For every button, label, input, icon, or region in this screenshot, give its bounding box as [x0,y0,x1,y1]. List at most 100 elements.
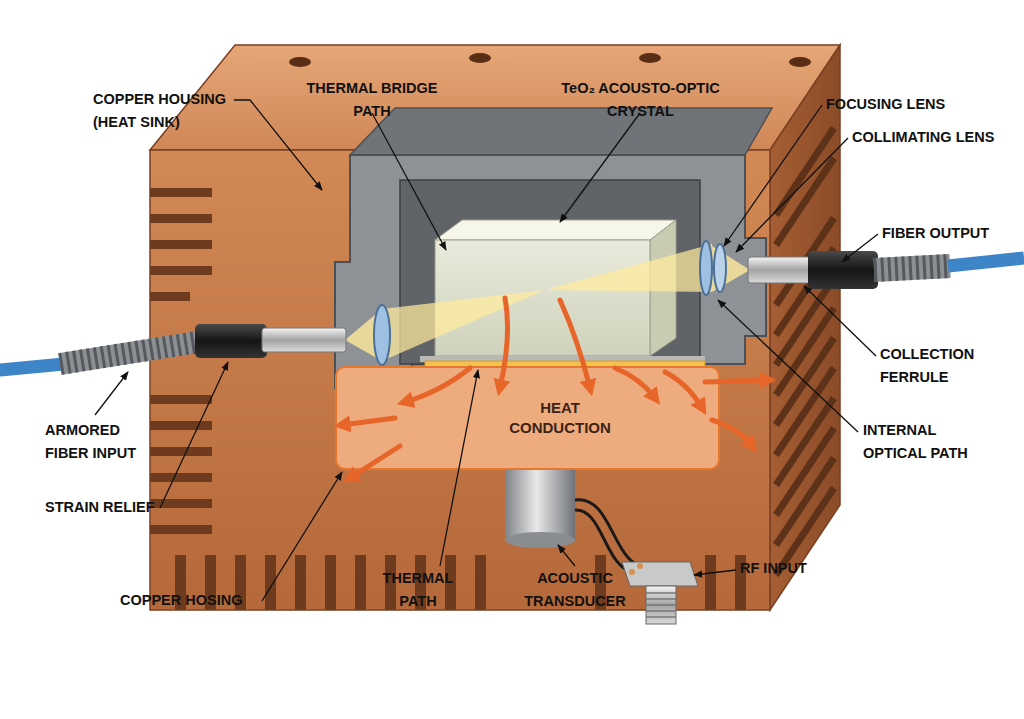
cooling-fin [295,555,306,610]
fiber-cable [948,258,1024,266]
leader-lines [95,100,878,601]
heat-arrow [705,380,768,382]
leader-line [718,300,858,432]
heat-arrow [342,418,395,425]
zone-label: HEAT CONDUCTION [500,398,620,438]
armored-jacket [60,342,198,364]
leader-line [694,570,736,575]
rf-wire [575,500,640,566]
callout-label: COPPER HOUSING (HEAT SINK) [93,88,243,134]
collimating-lens [714,244,726,292]
callout-label: ARMORED FIBER INPUT [45,419,149,465]
crystal-side [650,220,676,356]
leader-line [440,370,478,566]
callout-label: FOCUSING LENS [826,93,966,116]
mount-hole [789,57,811,67]
callout-label: THERMAL BRIDGE PATH [297,77,447,123]
thread-line [646,616,676,618]
cooling-fin [475,555,486,610]
crystal-top [435,220,676,240]
heat-arrows [342,298,768,478]
cooling-fin [150,473,212,482]
rf-barrel [646,586,676,624]
leader-line [558,545,575,566]
bottom-fins [175,555,746,610]
input-ferrule [262,328,346,352]
optical-beam [345,309,382,361]
cooling-fin [776,338,834,425]
heat-arrow [665,372,702,408]
heat-conduction-zone: HEAT CONDUCTION [335,366,720,470]
cooling-fin [355,555,366,610]
fiber-cable [0,364,64,370]
callout-label: INTERNAL OPTICAL PATH [863,419,988,465]
callout-label: FIBER OUTPUT [882,222,1012,245]
cooling-fin [705,555,716,610]
mount-hole [469,53,491,63]
rf-thread [646,593,676,617]
collection-ferrule [748,257,812,283]
cooling-fin [150,421,212,430]
transducer-base [505,532,575,548]
side-fins [776,128,834,575]
leader-line [560,113,640,222]
heat-arrow [712,420,752,446]
thread-line [646,598,676,600]
cooling-fin [265,555,276,610]
cooling-fin [776,278,834,365]
callout-label: STRAIN RELIEF [45,496,185,519]
rf-flange [622,562,698,586]
rf-pin [629,569,635,575]
cooling-fin [150,240,212,249]
optical-beam [545,244,712,292]
callout-label: THERMAL PATH [373,567,463,613]
rf-wire [575,510,632,572]
callout-label: RF INPUT [740,557,860,580]
cooling-fin [776,398,834,485]
cooling-fin [150,292,190,301]
crystal-front [435,240,650,356]
cooling-fin [776,428,834,515]
leader-line [804,286,876,356]
leader-line [724,105,822,246]
armored-jacket [874,266,950,270]
housing-top [150,45,840,150]
cooling-fin [150,266,212,275]
crystal-chamber [400,180,700,364]
thread-line [646,592,676,594]
rf-pin [637,563,643,569]
mount-plate [420,356,705,362]
cooling-fin [776,248,834,335]
cooling-fin [325,555,336,610]
cooling-fin [150,499,212,508]
leader-line [160,362,228,508]
armor-ridges [60,342,198,364]
heat-arrow [405,368,470,402]
input-lens [374,305,390,365]
housing-front [150,150,770,610]
cooling-fin [776,218,834,305]
heat-arrow [560,300,590,388]
heat-arrow [350,446,400,478]
cooling-fin [776,368,834,455]
callout-label: COPPER HOSING [120,589,280,612]
cooling-fin [150,447,212,456]
cooling-fin [150,188,212,197]
cooling-fin [776,158,834,245]
heat-arrow [615,368,655,398]
cooling-fin [776,458,834,545]
cooling-fin [150,214,212,223]
leader-line [842,234,878,262]
callout-label: COLLIMATING LENS [852,126,1022,149]
cooling-fin [150,395,212,404]
mount-hole [639,53,661,63]
housing-side [770,45,840,610]
mount-hole [289,57,311,67]
internal-cavity [335,155,766,388]
leader-line [95,372,128,415]
cooling-fin [150,525,212,534]
cooling-fin [776,128,834,215]
strain-relief-boot [195,324,267,358]
